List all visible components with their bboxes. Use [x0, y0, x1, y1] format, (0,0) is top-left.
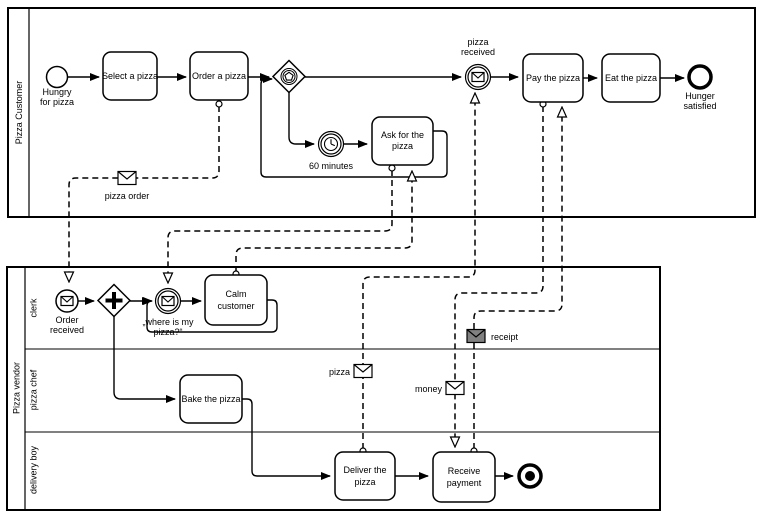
sequence-flows-vendor — [78, 297, 514, 480]
message-start-event-order-received — [55, 289, 79, 313]
order-received-label2: received — [50, 325, 84, 335]
lane-label-clerk: clerk — [29, 298, 39, 318]
message-icon-pizza-order — [117, 170, 137, 186]
lane-label-delivery-boy: delivery boy — [29, 445, 39, 494]
svg-text:pizza: pizza — [354, 477, 375, 487]
task-ask-for-the-pizza: Ask for the pizza — [371, 116, 434, 166]
order-received-label: Order — [55, 315, 78, 325]
task-receive-payment: Receive payment — [432, 451, 496, 503]
pool-pizza-customer: Pizza Customer — [7, 7, 756, 218]
message-icon-receipt — [466, 328, 486, 344]
svg-text:Deliver the: Deliver the — [343, 465, 386, 475]
timer-event-60-minutes — [317, 130, 345, 158]
svg-text:Receive: Receive — [448, 466, 481, 476]
message-event-where-is-my-pizza — [154, 287, 182, 315]
end-event-label: Hunger — [685, 91, 715, 101]
sequence-flows-customer — [68, 73, 685, 178]
lane-label-pizza-chef: pizza chef — [29, 369, 39, 410]
svg-text:payment: payment — [447, 478, 482, 488]
svg-text:Select a pizza: Select a pizza — [102, 71, 158, 81]
message-event-pizza-received — [464, 63, 492, 91]
start-event-label: Hungry — [42, 87, 72, 97]
message-flow-ask-to-where — [168, 170, 393, 282]
svg-text:Calm: Calm — [225, 289, 246, 299]
svg-text:customer: customer — [217, 301, 254, 311]
plus-icon — [105, 292, 123, 309]
svg-text:Ask for the: Ask for the — [381, 130, 424, 140]
timer-label: 60 minutes — [309, 161, 354, 171]
parallel-gateway — [96, 283, 132, 318]
message-label-money: money — [415, 384, 443, 394]
message-flow-pizza — [362, 94, 475, 449]
pizza-received-label2: received — [461, 47, 495, 57]
task-pay-the-pizza: Pay the pizza — [522, 53, 584, 103]
message-label-receipt: receipt — [491, 332, 519, 342]
clock-icon — [323, 136, 339, 152]
message-icon-money — [445, 380, 465, 396]
end-event-label2: satisfied — [683, 101, 716, 111]
task-deliver-the-pizza: Deliver the pizza — [334, 451, 396, 501]
task-bake-the-pizza: Bake the pizza — [179, 374, 243, 424]
pentagon-icon — [284, 71, 294, 81]
event-based-gateway — [271, 59, 307, 94]
pool-label-pizza-customer: Pizza Customer — [14, 81, 24, 145]
start-event-hungry-for-pizza — [45, 65, 69, 89]
envelope-icon — [60, 295, 74, 307]
envelope-icon — [471, 71, 485, 83]
svg-text:Order a pizza: Order a pizza — [192, 71, 246, 81]
task-select-a-pizza: Select a pizza — [102, 51, 158, 101]
message-flow-pizza-order — [69, 106, 220, 281]
message-icon-pizza — [353, 363, 373, 379]
message-label-pizza-order: pizza order — [105, 191, 150, 201]
task-order-a-pizza: Order a pizza — [189, 51, 249, 101]
envelope-icon — [161, 295, 175, 307]
where-is-my-pizza-label: „where is my — [142, 317, 194, 327]
svg-text:Bake the pizza: Bake the pizza — [181, 394, 240, 404]
task-calm-customer: Calm customer — [204, 274, 268, 326]
message-flow-receipt — [473, 108, 562, 449]
loop-calm-to-where — [143, 297, 278, 333]
pizza-received-label: pizza — [467, 37, 488, 47]
message-label-pizza: pizza — [329, 367, 350, 377]
svg-text:pizza: pizza — [392, 141, 413, 151]
loop-ask-to-gateway — [260, 75, 448, 178]
svg-text:Pay the pizza: Pay the pizza — [526, 73, 580, 83]
lane-dividers — [25, 348, 660, 433]
start-event-label2: for pizza — [40, 97, 74, 107]
terminate-end-event — [517, 463, 543, 489]
pool-label-pizza-vendor: Pizza vendor — [12, 362, 22, 414]
where-is-my-pizza-label2: pizza?“ — [153, 327, 182, 337]
end-event-hunger-satisfied — [687, 64, 713, 90]
svg-text:Eat the pizza: Eat the pizza — [605, 73, 657, 83]
message-flow-money — [455, 106, 544, 446]
task-eat-the-pizza: Eat the pizza — [601, 53, 661, 103]
